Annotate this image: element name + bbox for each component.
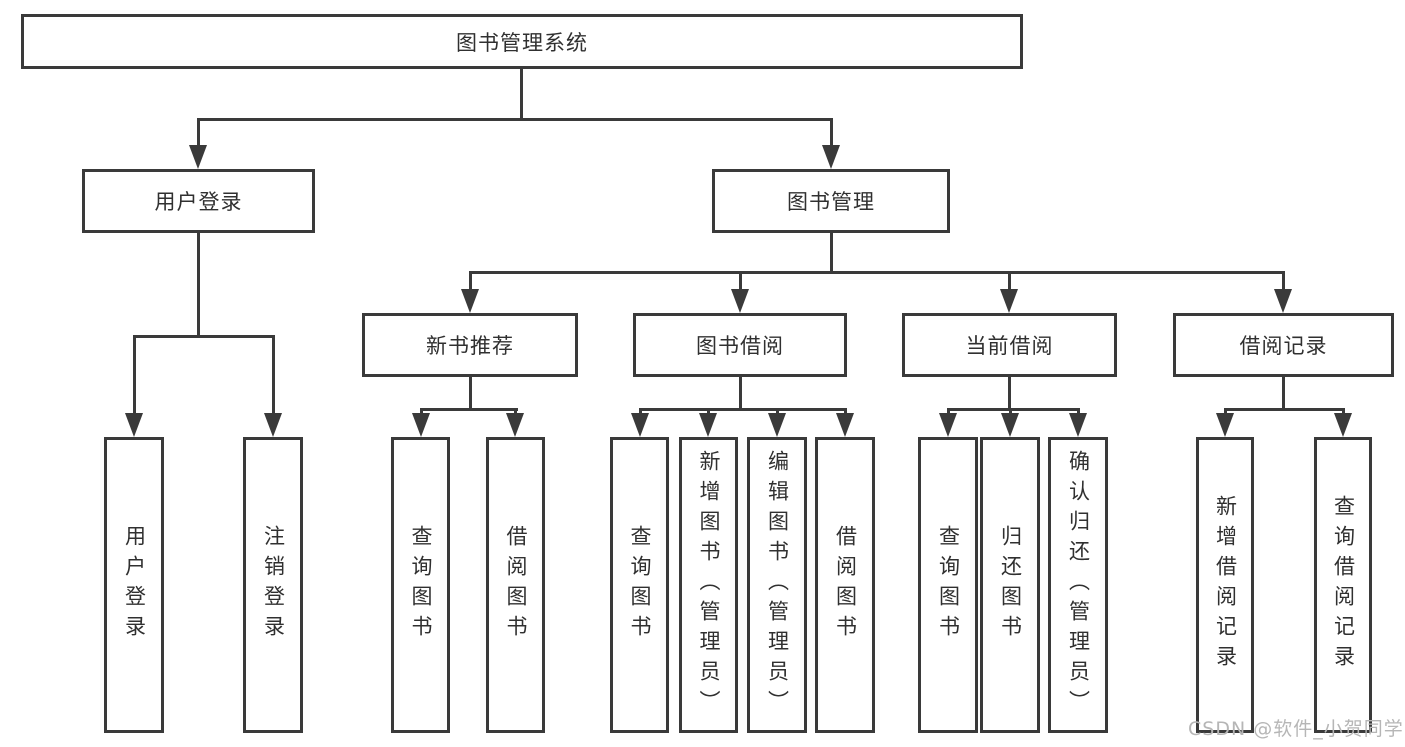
arrowhead-down-icon [1069,413,1087,437]
connector-line [197,118,833,121]
node-user-login: 用户登录 [82,169,315,233]
leaf-query-books-current-label: 查询图书 [936,525,961,645]
connector-line [469,374,472,411]
arrowhead-down-icon [1334,413,1352,437]
leaf-query-books-recommend-label: 查询图书 [409,525,433,645]
arrowhead-down-icon [461,289,479,313]
node-root: 图书管理系统 [21,14,1023,69]
leaf-edit-book-admin-label: 编辑图书（管理员） [765,450,790,720]
connector-line [830,230,833,274]
arrowhead-down-icon [506,413,524,437]
leaf-query-borrow-record: 查询借阅记录 [1314,437,1372,733]
node-current-borrow-label: 当前借阅 [965,334,1054,358]
node-root-label: 图书管理系统 [456,30,588,55]
leaf-add-borrow-record-label: 新增借阅记录 [1213,495,1238,675]
connector-line [1282,374,1285,411]
node-new-book-recommend-label: 新书推荐 [426,334,514,358]
arrowhead-down-icon [822,145,840,169]
node-new-book-recommend: 新书推荐 [362,313,578,377]
leaf-borrow-books-recommend: 借阅图书 [486,437,545,733]
arrowhead-down-icon [264,413,282,437]
connector-line [420,408,518,411]
leaf-confirm-return-admin: 确认归还（管理员） [1048,437,1108,733]
leaf-add-borrow-record: 新增借阅记录 [1196,437,1254,733]
leaf-borrow-books-label: 借阅图书 [833,525,858,645]
connector-line [947,408,1080,411]
node-book-borrow: 图书借阅 [633,313,847,377]
leaf-return-book-label: 归还图书 [998,525,1023,645]
node-book-management-label: 图书管理 [787,190,875,214]
connector-line [1224,408,1345,411]
connector-line [197,118,200,148]
node-current-borrow: 当前借阅 [902,313,1117,377]
watermark: CSDN @软件_小贺同学 [1188,718,1404,740]
node-borrow-records: 借阅记录 [1173,313,1394,377]
node-book-management: 图书管理 [712,169,950,233]
leaf-add-book-admin-label: 新增图书（管理员） [697,450,721,720]
leaf-query-books-recommend: 查询图书 [391,437,450,733]
leaf-user-login-label: 用户登录 [122,525,147,645]
arrowhead-down-icon [189,145,207,169]
leaf-return-book: 归还图书 [980,437,1040,733]
arrowhead-down-icon [836,413,854,437]
arrowhead-down-icon [731,289,749,313]
leaf-confirm-return-admin-label: 确认归还（管理员） [1066,450,1091,720]
arrowhead-down-icon [1001,413,1019,437]
connector-line [272,335,275,417]
arrowhead-down-icon [1216,413,1234,437]
leaf-query-books-borrow: 查询图书 [610,437,669,733]
arrowhead-down-icon [699,413,717,437]
leaf-user-login: 用户登录 [104,437,164,733]
arrowhead-down-icon [1274,289,1292,313]
leaf-query-books-borrow-label: 查询图书 [628,525,652,645]
connector-line [739,271,742,293]
connector-line [1282,271,1285,293]
connector-line [1008,374,1011,411]
leaf-logout: 注销登录 [243,437,303,733]
leaf-borrow-books-recommend-label: 借阅图书 [504,525,528,645]
connector-line [133,335,136,417]
connector-line [1008,271,1011,293]
node-book-borrow-label: 图书借阅 [696,334,784,358]
leaf-borrow-books: 借阅图书 [815,437,875,733]
connector-line [197,230,200,338]
node-borrow-records-label: 借阅记录 [1239,334,1328,358]
leaf-edit-book-admin: 编辑图书（管理员） [747,437,807,733]
leaf-query-borrow-record-label: 查询借阅记录 [1331,495,1356,675]
arrowhead-down-icon [631,413,649,437]
connector-line [133,335,275,338]
arrowhead-down-icon [412,413,430,437]
connector-line [830,118,833,148]
arrowhead-down-icon [768,413,786,437]
arrowhead-down-icon [939,413,957,437]
connector-line [469,271,472,293]
leaf-query-books-current: 查询图书 [918,437,978,733]
connector-line [639,408,847,411]
leaf-add-book-admin: 新增图书（管理员） [679,437,738,733]
connector-line [520,66,523,121]
connector-line [469,271,1285,274]
arrowhead-down-icon [125,413,143,437]
node-user-login-label: 用户登录 [154,190,243,214]
connector-line [739,374,742,411]
arrowhead-down-icon [1000,289,1018,313]
leaf-logout-label: 注销登录 [261,525,286,645]
